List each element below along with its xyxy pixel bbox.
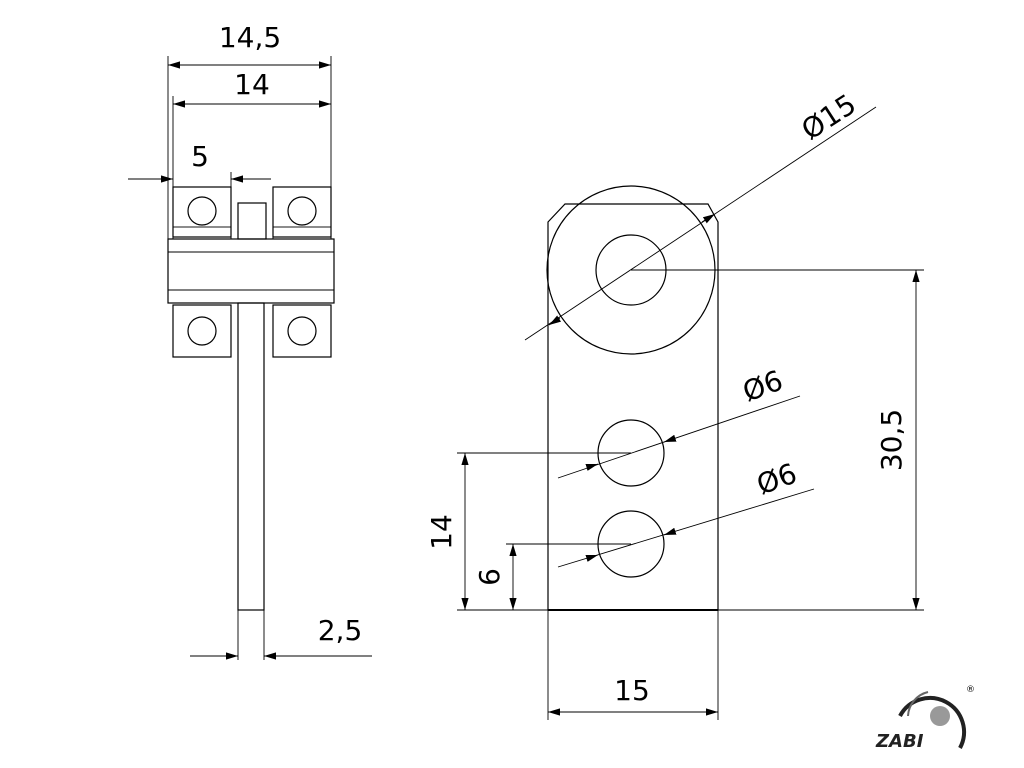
front-view: Ø15 Ø6 Ø6 30,5 14 6 15 — [425, 87, 924, 720]
bearing-upper-right — [272, 186, 332, 238]
plate-outline — [547, 203, 719, 611]
dim-inner-width: 14 — [234, 68, 270, 101]
dim-outer-width: 14,5 — [219, 21, 281, 54]
dim-plate-width: 15 — [614, 674, 650, 707]
center-spacer — [237, 202, 267, 240]
dim-bearing-offset: 5 — [191, 140, 209, 173]
zabi-logo: ZABI ® — [875, 685, 975, 752]
bearing-lower-right — [272, 304, 332, 358]
bearing-upper-left — [172, 186, 232, 238]
dim-upper-hole-height: 14 — [425, 514, 458, 550]
dim-pin-diameter: 2,5 — [318, 614, 363, 647]
logo-registered: ® — [966, 685, 975, 695]
axle — [167, 238, 335, 304]
side-view: 14,5 14 5 2,5 — [128, 21, 372, 660]
bearing-lower-left — [172, 304, 232, 358]
logo-text: ZABI — [875, 731, 924, 752]
dim-lower-hole-height: 6 — [473, 568, 506, 586]
dim-big-hole: Ø15 — [796, 87, 862, 146]
pin — [237, 302, 265, 611]
dim-small-hole-upper: Ø6 — [738, 364, 787, 409]
dim-total-height: 30,5 — [875, 409, 908, 471]
